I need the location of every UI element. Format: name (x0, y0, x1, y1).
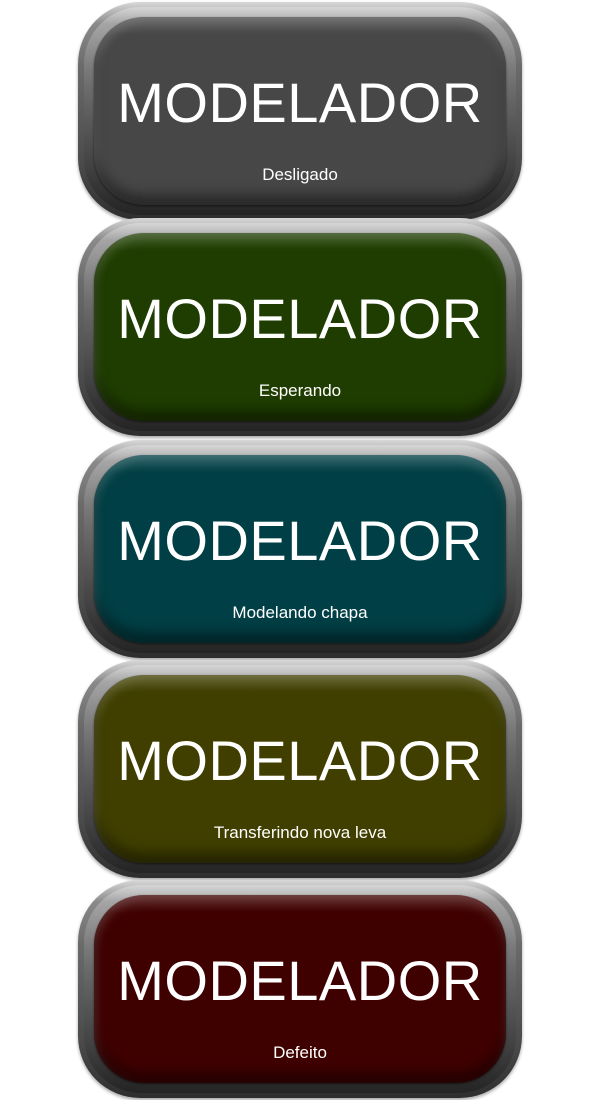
tile-title: MODELADOR (117, 287, 483, 350)
tile-face: MODELADOR Defeito (94, 895, 506, 1083)
modelador-tile-transferindo[interactable]: MODELADOR Transferindo nova leva (78, 660, 522, 878)
tile-status-label: Modelando chapa (232, 603, 368, 622)
tile-status-label: Transferindo nova leva (213, 823, 387, 842)
tile-title: MODELADOR (117, 509, 483, 572)
modelador-tile-modelando-chapa[interactable]: MODELADOR Modelando chapa (78, 440, 522, 658)
tile-title: MODELADOR (117, 949, 483, 1012)
tile-title: MODELADOR (117, 729, 483, 792)
tile-status-label: Esperando (258, 381, 342, 400)
tile-face: MODELADOR Esperando (94, 233, 506, 421)
modelador-tile-defeito[interactable]: MODELADOR Defeito (78, 880, 522, 1098)
tile-face: MODELADOR Transferindo nova leva (94, 675, 506, 863)
tile-status-label: Desligado (262, 165, 338, 184)
tile-title: MODELADOR (117, 71, 483, 134)
tile-status-label: Defeito (273, 1043, 327, 1062)
modelador-tile-esperando[interactable]: MODELADOR Esperando (78, 218, 522, 436)
tile-face: MODELADOR Desligado (94, 17, 506, 205)
tile-face: MODELADOR Modelando chapa (94, 455, 506, 643)
modelador-tile-desligado[interactable]: MODELADOR Desligado (78, 2, 522, 220)
